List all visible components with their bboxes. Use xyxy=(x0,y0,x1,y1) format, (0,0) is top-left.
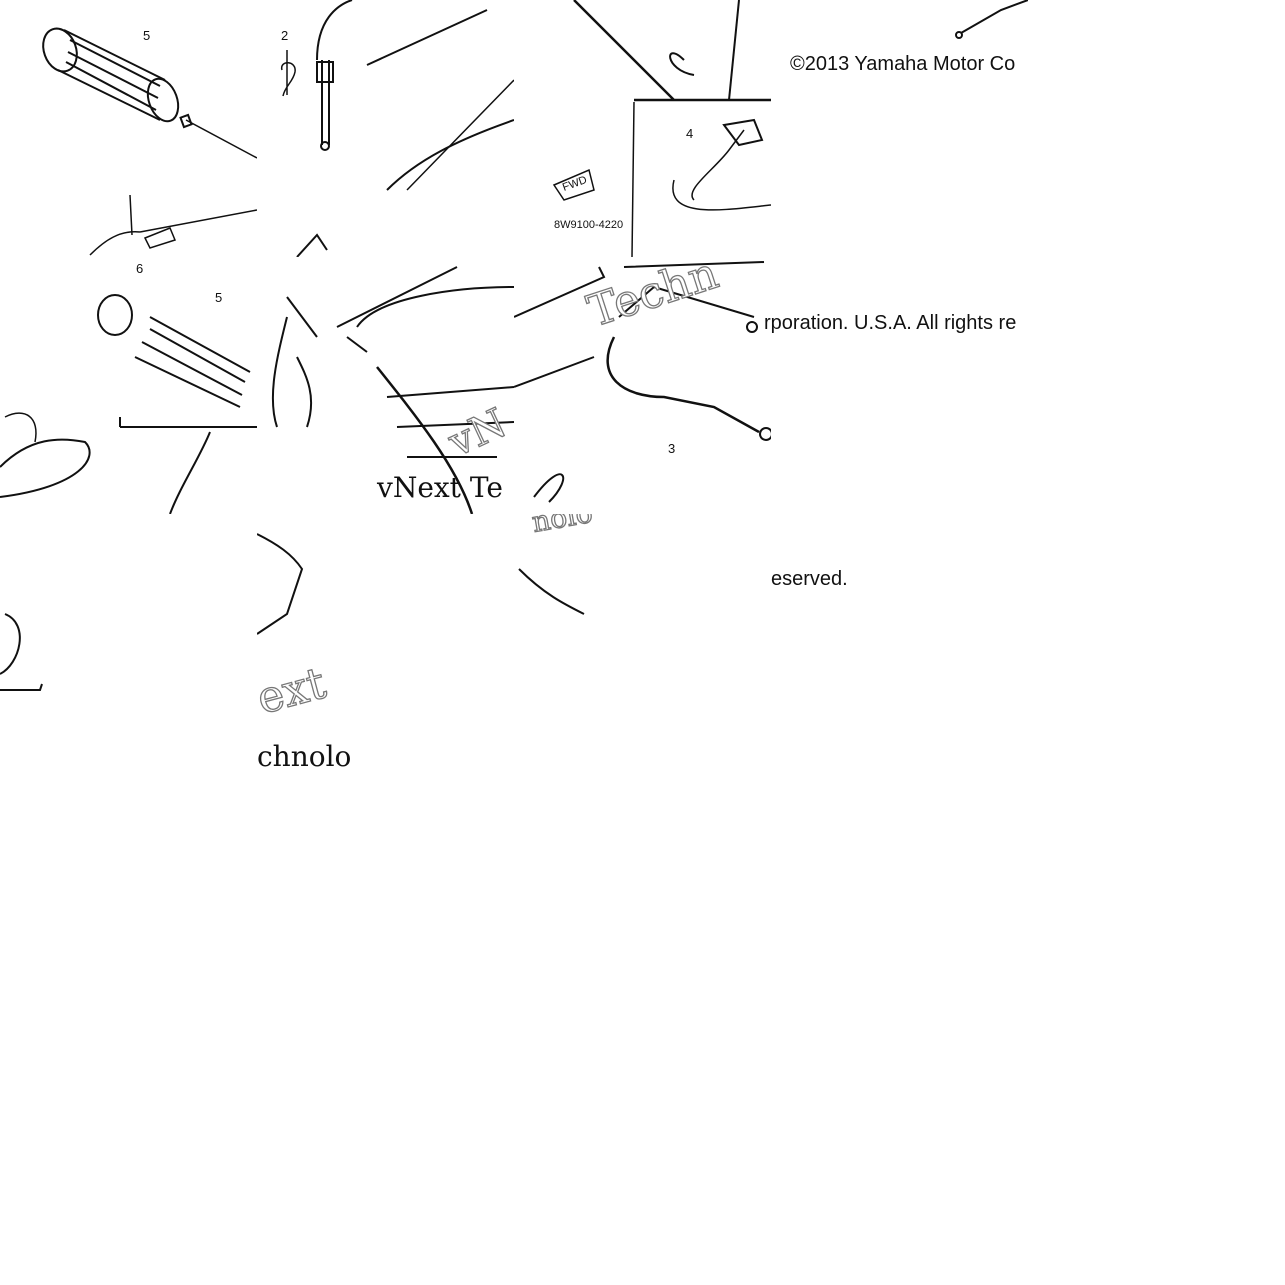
handlebar-drawing: vNext Te vN xyxy=(271,266,514,514)
cable-3-drawing: 3 Techn xyxy=(514,257,771,503)
watermark-techn: Techn xyxy=(582,257,725,337)
bottom-center-drawing: ext chnolo xyxy=(257,533,351,771)
tile-cable-end xyxy=(771,0,1028,100)
callout-cable-3: 3 xyxy=(668,441,675,456)
tile-grip-top: 5 xyxy=(0,0,257,257)
callout-grip-top: 5 xyxy=(143,28,150,43)
cable-4-drawing: FWD 8W9100-4220 4 xyxy=(552,0,771,257)
copyright-line-1: ©2013 Yamaha Motor Co xyxy=(790,53,1016,75)
tile-handlebar: vNext Te vN xyxy=(257,257,514,514)
watermark-chnolo: chnolo xyxy=(257,740,351,771)
ring-grip-drawing: 6 5 xyxy=(0,261,257,514)
watermark-ext: ext xyxy=(257,658,331,725)
copyright-line-2: rporation. U.S.A. All rights re xyxy=(764,312,1017,334)
callout-clip: 2 xyxy=(281,28,288,43)
tile-ring-grip: 6 5 xyxy=(0,257,257,514)
grip-top-drawing: 5 xyxy=(42,27,257,256)
watermark-nolo: nolo xyxy=(529,514,595,539)
tile-throttle-clip: 2 xyxy=(257,0,514,257)
bottom-right-drawing: nolo xyxy=(518,514,596,615)
copyright-line-3: eserved. xyxy=(771,568,848,590)
part-number: 8W9100-4220 xyxy=(554,219,623,231)
tile-bottom-center: ext chnolo xyxy=(257,514,514,771)
cable-end-drawing xyxy=(955,0,1028,39)
tile-cable-4: FWD 8W9100-4220 4 xyxy=(514,0,771,257)
callout-grip-bottom: 5 xyxy=(215,290,222,305)
tile-bottom-right: nolo xyxy=(514,514,771,624)
callout-ring: 6 xyxy=(136,261,143,276)
watermark-vnext-te: vNext Te xyxy=(376,471,503,504)
tile-bottom-left xyxy=(0,514,257,694)
bottom-left-drawing xyxy=(0,613,43,691)
fwd-arrow-icon: FWD xyxy=(552,168,595,201)
callout-cable-4: 4 xyxy=(686,126,693,141)
tile-cable-3: 3 Techn xyxy=(514,257,771,514)
clip-drawing: 2 xyxy=(281,0,514,257)
